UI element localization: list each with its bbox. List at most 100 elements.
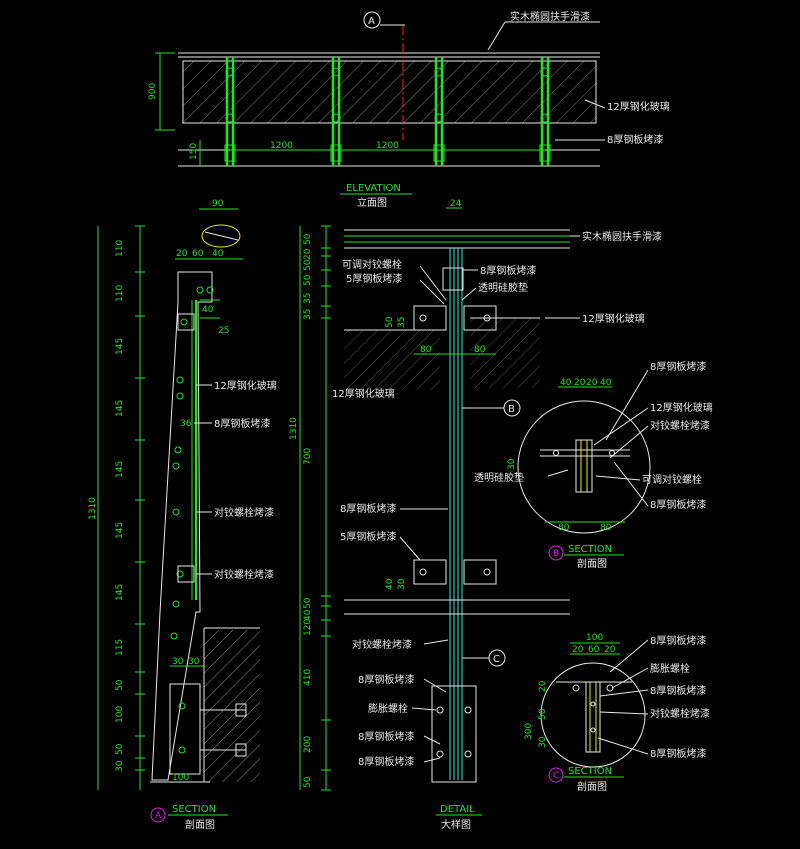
section-b-dim-30: 30: [507, 458, 517, 470]
detail-title: DETAIL: [440, 804, 475, 815]
detail-dim-50: 50: [385, 316, 395, 328]
section-b-subtitle: 剖面图: [577, 557, 607, 570]
detail-label-steel-top: 8厚钢板烤漆: [480, 264, 536, 277]
detail-label-handrail: 实木椭圆扶手滑漆: [582, 230, 662, 243]
detail-dim-35: 35: [397, 317, 407, 328]
section-c-label-steel: 8厚钢板烤漆: [650, 634, 706, 647]
section-a-title: SECTION: [172, 804, 216, 815]
section-b-label-glass: 12厚钢化玻璃: [650, 401, 713, 414]
section-a-label-glass: 12厚钢化玻璃: [214, 379, 277, 392]
detail-left-dim: 50: [303, 233, 313, 245]
section-c-dim-300: 300: [524, 723, 534, 740]
section-b-label-steel2: 8厚钢板烤漆: [650, 498, 706, 511]
detail-label-steel5: 5厚钢板烤漆: [346, 272, 402, 285]
section-c-label-hinge: 对铰螺栓烤漆: [650, 707, 710, 720]
section-b-dim-80b: 80: [600, 523, 612, 533]
elevation-span1-dim: 1200: [270, 141, 293, 151]
elevation-subtitle: 立面图: [357, 196, 387, 209]
elevation-base-dim: 150: [189, 143, 199, 160]
detail-label-steel-low3: 8厚钢板烤漆: [358, 755, 414, 768]
detail-left-dim: 50: [303, 259, 313, 271]
elevation-section-marker: A: [368, 16, 375, 27]
detail-label-hinge-bolt: 对铰螺栓烤漆: [352, 638, 412, 651]
detail-left-dim: 35: [303, 309, 313, 320]
post-1: [224, 57, 236, 166]
detail-left-dim: 50: [303, 274, 313, 286]
detail-label-steel-low: 8厚钢板烤漆: [358, 673, 414, 686]
section-a-left-dim: 50: [115, 679, 125, 691]
detail-dim-80a: 80: [420, 345, 432, 355]
section-a-dim-100: 100: [172, 773, 189, 783]
section-c-label-expansion: 膨胀螺栓: [650, 662, 690, 675]
section-a-dim-60: 60: [192, 249, 204, 259]
section-c-view: 100 20 60 20 20 50 300 30 8厚钢板烤漆 膨胀螺栓 8厚…: [524, 633, 710, 793]
section-a-left-dim: 145: [115, 461, 125, 478]
section-c-dim-30: 30: [538, 736, 548, 748]
section-a-left-dim: 30: [115, 760, 125, 772]
section-a-left-dim: 145: [115, 522, 125, 539]
section-a-left-dim: 100: [115, 706, 125, 723]
detail-label-expansion: 膨胀螺栓: [368, 702, 408, 715]
elevation-view: A 900 150 1200 1200 实木椭圆扶手滑漆 12厚钢化玻璃 8厚钢…: [148, 10, 670, 209]
section-c-dim-20a: 20: [572, 645, 584, 655]
section-a-left-dim: 50: [115, 743, 125, 755]
section-a-dim-30a: 30: [172, 657, 184, 667]
section-c-marker: C: [553, 771, 559, 781]
section-b-label-adjust: 可调对铰螺栓: [642, 473, 702, 486]
detail-left-dim: 40: [303, 609, 313, 621]
section-b-label-glue: 透明硅胶垫: [474, 471, 524, 484]
section-a-label-steel: 8厚钢板烤漆: [214, 417, 270, 430]
detail-left-dim: 35: [303, 293, 313, 304]
section-a-dim-36: 36: [180, 419, 192, 429]
section-b-title: SECTION: [568, 544, 612, 555]
detail-left-dim: 200: [303, 736, 313, 753]
section-c-dim-50: 50: [538, 708, 548, 720]
post-2: [330, 57, 342, 166]
detail-left-dim: 50: [303, 776, 313, 788]
detail-total-dim: 1310: [289, 417, 299, 440]
section-a-ticks: [135, 225, 145, 771]
section-c-subtitle: 剖面图: [577, 780, 607, 793]
detail-dim-30: 30: [397, 578, 407, 590]
section-c-dim-60: 60: [588, 645, 600, 655]
post-4: [539, 57, 551, 166]
section-b-dim-40b: 40: [600, 378, 612, 388]
detail-label-adjust-bolt: 可调对铰螺栓: [342, 258, 402, 271]
section-a-dim-90: 90: [212, 199, 224, 209]
section-b-label-steel: 8厚钢板烤漆: [650, 360, 706, 373]
section-c-dim-20c: 20: [538, 680, 548, 692]
section-a-bolts: [170, 286, 214, 754]
detail-subtitle: 大样图: [441, 818, 471, 831]
section-c-dim-20b: 20: [604, 645, 616, 655]
section-c-label-steel2: 8厚钢板烤漆: [650, 684, 706, 697]
section-c-dim-100: 100: [586, 633, 603, 643]
section-a-label-hinge2: 对铰螺栓烤漆: [214, 568, 274, 581]
detail-marker-c: C: [493, 654, 500, 665]
section-a-total-dim: 1310: [88, 497, 98, 520]
elevation-title: ELEVATION: [346, 183, 401, 194]
section-a-left-dim: 110: [115, 285, 125, 302]
detail-label-glass-right: 12厚钢化玻璃: [582, 312, 645, 325]
section-c-label-steel3: 8厚钢板烤漆: [650, 747, 706, 760]
section-b-view: 40 20 20 40 30 80 80 8厚钢板烤漆 12厚钢化玻璃 对铰螺栓…: [474, 360, 713, 570]
section-a-left-dim: 145: [115, 338, 125, 355]
section-a-left-dim: 110: [115, 240, 125, 257]
section-b-label-hinge: 对铰螺栓烤漆: [650, 419, 710, 432]
section-b-marker: B: [553, 549, 559, 559]
post-3: [433, 57, 445, 166]
section-a-dim-40b: 40: [202, 305, 214, 315]
section-b-dim-20b: 20: [586, 378, 598, 388]
section-a-subtitle: 剖面图: [185, 818, 215, 831]
elevation-label-steel: 8厚钢板烤漆: [607, 133, 663, 146]
detail-left-dim: 50: [303, 597, 313, 609]
section-b-dim-40a: 40: [560, 378, 572, 388]
detail-left-dim: 410: [303, 669, 313, 686]
section-b-dim-20a: 20: [574, 378, 586, 388]
section-b-dim-80a: 80: [558, 523, 570, 533]
section-a-left-dim: 145: [115, 584, 125, 601]
detail-dim-40: 40: [385, 578, 395, 590]
section-c-title: SECTION: [568, 766, 612, 777]
section-a-marker: A: [155, 811, 162, 821]
